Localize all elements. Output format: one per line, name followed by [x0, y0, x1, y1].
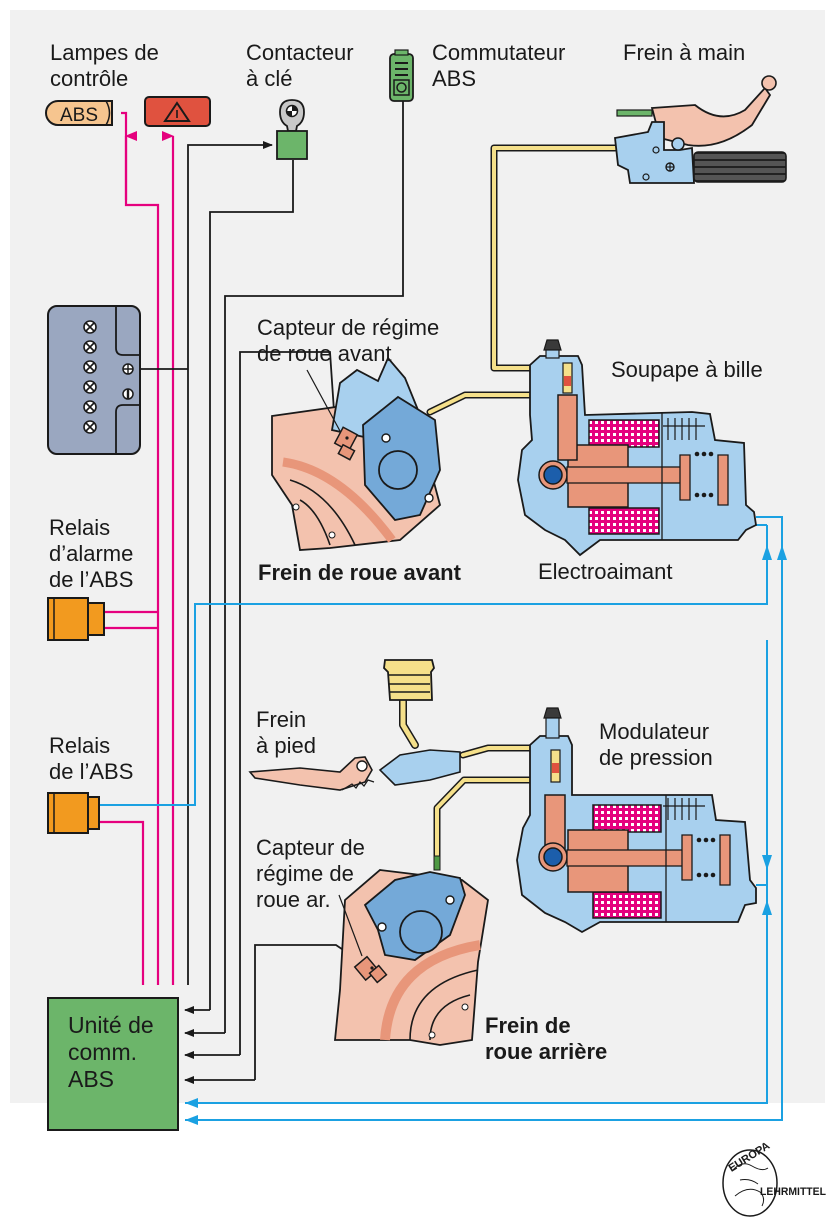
label-abs-relay: Relais de l’ABS	[49, 733, 134, 784]
europa-lehrmittel-logo: EUROPA LEHRMITTEL	[722, 1140, 826, 1217]
label-electromagnet: Electroaimant	[538, 559, 673, 584]
rear-wheel-brake	[334, 855, 489, 1046]
front-wheel-speed-sensor	[333, 426, 359, 461]
ignition-key-switch	[276, 99, 308, 160]
hand-brake-lever	[614, 75, 787, 184]
front-pressure-modulator	[517, 339, 757, 557]
label-control-lamps: Lampes de contrôle	[50, 40, 159, 91]
abs-alarm-relay	[47, 597, 105, 641]
label-ball-valve: Soupape à bille	[611, 357, 763, 382]
general-warning-lamp	[144, 96, 211, 127]
label-front-wheel-brake: Frein de roue avant	[258, 560, 461, 585]
hydraulic-lines	[399, 144, 619, 861]
ignition-feed-wire	[187, 141, 273, 985]
label-hand-brake: Frein à main	[623, 40, 746, 65]
abs-relay-wire	[99, 820, 145, 985]
label-pressure-modulator: Modulateur de pression	[599, 719, 713, 770]
rear-pressure-modulator	[516, 707, 757, 934]
abs-switch	[389, 49, 414, 102]
label-abs-switch: Commutateur ABS	[432, 40, 566, 91]
front-sensor-wire	[239, 351, 336, 1055]
ignition-out-wire	[209, 160, 294, 1010]
label-foot-brake: Frein à pied	[256, 707, 316, 758]
signal-wires-magenta	[99, 111, 175, 985]
blue-arrows	[185, 545, 787, 1125]
abs-switch-wire	[224, 100, 404, 1033]
label-abs-control-unit: Unité de comm. ABS	[68, 1012, 154, 1092]
control-wires-black	[140, 100, 404, 1084]
abs-control-unit	[47, 997, 179, 1131]
label-rear-wheel-sensor: Capteur de régime de roue ar.	[256, 835, 365, 912]
front-wheel-brake	[271, 356, 442, 551]
abs-lamp-text: ABS	[60, 105, 98, 126]
rear-modulator-return	[185, 884, 768, 1104]
abs-relay	[47, 792, 100, 834]
modulator-wires-blue	[99, 516, 783, 1121]
label-front-wheel-sensor: Capteur de régime de roue avant	[257, 315, 440, 366]
abs-relay-to-front-modulator	[99, 525, 768, 806]
abs-warning-lamp: ABS	[45, 100, 113, 126]
abs-lamp-wire	[121, 111, 160, 985]
label-rear-wheel-brake: Frein de roue arrière	[485, 1013, 608, 1064]
front-modulator-return	[185, 516, 783, 1121]
label-abs-alarm-relay: Relais d’alarme de l’ABS	[49, 515, 134, 592]
label-ignition-switch: Contacteur à clé	[246, 40, 354, 91]
logo-bottom-text: LEHRMITTEL	[760, 1186, 826, 1198]
rear-wheel-speed-sensor	[353, 955, 388, 984]
battery	[47, 305, 141, 455]
foot-brake-pedal	[248, 659, 461, 791]
